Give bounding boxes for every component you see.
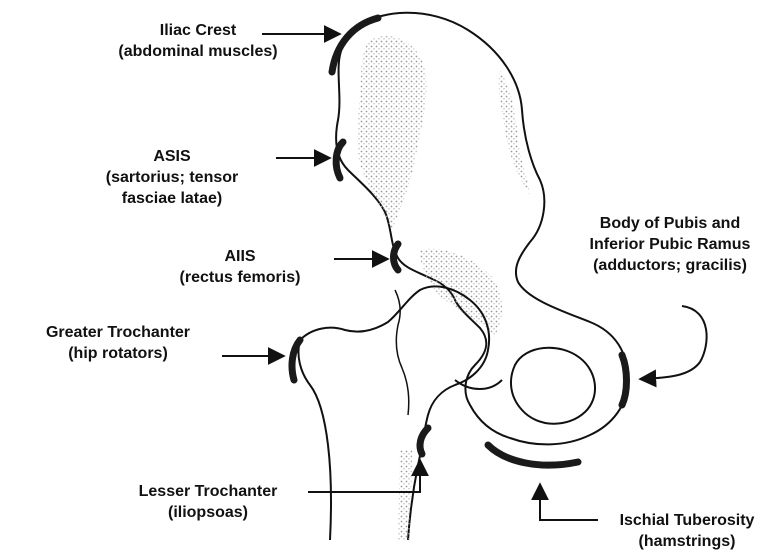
pubis-name-1: Body of Pubis and: [560, 213, 780, 234]
pubis-name-2: Inferior Pubic Ramus: [560, 234, 780, 255]
asis-detail-1: (sartorius; tensor: [72, 167, 272, 188]
lesser-trochanter-name: Lesser Trochanter: [108, 481, 308, 502]
femur-shaft-shading: [398, 450, 412, 540]
asis-name: ASIS: [72, 146, 272, 167]
ischial-tuberosity-detail: (hamstrings): [594, 531, 780, 552]
iliac-crest-detail: (abdominal muscles): [98, 41, 298, 62]
asis-attachment: [336, 142, 343, 178]
lesser-trochanter-attachment: [420, 428, 428, 454]
aiis-name: AIIS: [150, 246, 330, 267]
label-asis: ASIS (sartorius; tensor fasciae latae): [72, 146, 272, 209]
greater-trochanter-name: Greater Trochanter: [8, 322, 228, 343]
asis-detail-2: fasciae latae): [72, 188, 272, 209]
acetabulum-shading: [420, 249, 502, 335]
label-iliac-crest: Iliac Crest (abdominal muscles): [98, 20, 298, 62]
label-aiis: AIIS (rectus femoris): [150, 246, 330, 288]
obturator-foramen: [511, 348, 595, 424]
iliac-fossa-shading: [357, 36, 426, 230]
pubis-detail: (adductors; gracilis): [560, 255, 780, 276]
label-greater-trochanter: Greater Trochanter (hip rotators): [8, 322, 228, 364]
label-body-of-pubis: Body of Pubis and Inferior Pubic Ramus (…: [560, 213, 780, 276]
lesser-trochanter-detail: (iliopsoas): [108, 502, 308, 523]
ischial-tuberosity-attachment: [488, 445, 578, 465]
label-ischial-tuberosity: Ischial Tuberosity (hamstrings): [594, 510, 780, 552]
iliac-crest-name: Iliac Crest: [98, 20, 298, 41]
ischial-tuberosity-name: Ischial Tuberosity: [594, 510, 780, 531]
pubis-arrow: [640, 306, 707, 379]
aiis-detail: (rectus femoris): [150, 267, 330, 288]
label-lesser-trochanter: Lesser Trochanter (iliopsoas): [108, 481, 308, 523]
femur-outline: [300, 286, 489, 540]
greater-trochanter-detail: (hip rotators): [8, 343, 228, 364]
ischial-tuberosity-arrow: [540, 484, 598, 520]
pubis-attachment: [622, 355, 627, 405]
